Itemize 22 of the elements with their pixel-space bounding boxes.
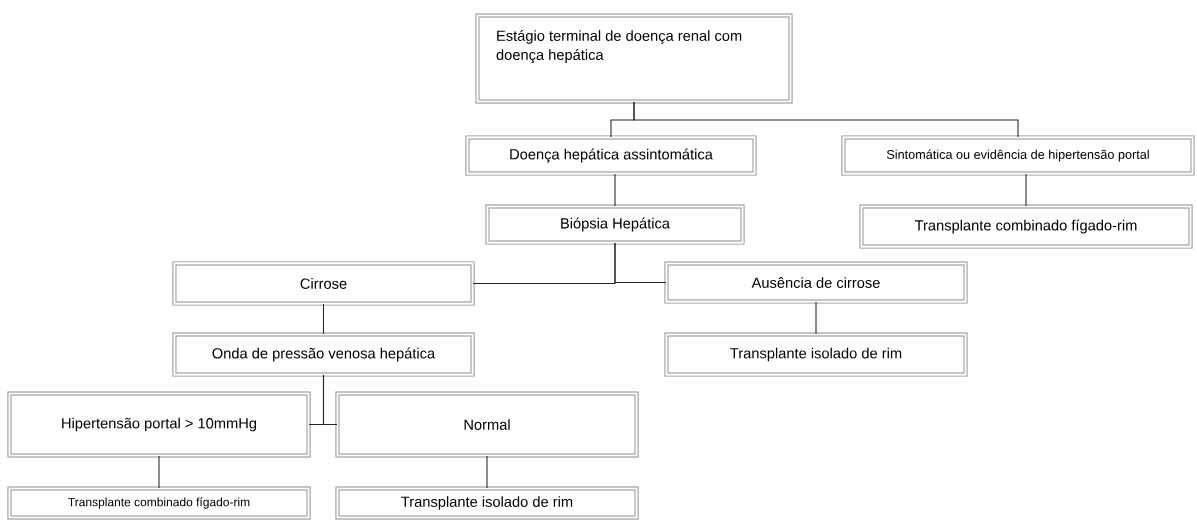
connector-line	[614, 242, 667, 284]
connector-line	[1025, 173, 1027, 207]
connector-line	[815, 301, 817, 335]
flow-box: Transplante isolado de rim	[335, 486, 639, 520]
flow-box: Estágio terminal de doença renal com doença hepática	[475, 13, 793, 104]
flow-box: Transplante isolado de rim	[664, 332, 968, 377]
flow-box: Biópsia Hepática	[485, 204, 745, 245]
flow-box: Sintomática ou evidência de hipertensão portal	[841, 135, 1195, 176]
flow-box: Normal	[335, 391, 639, 458]
connector-line	[633, 101, 1019, 138]
connector-line	[322, 303, 325, 335]
connector-line	[486, 455, 488, 489]
connector-line	[322, 374, 338, 426]
flow-box: Ausência de cirrose	[664, 261, 968, 304]
flow-box: Onda de pressão venosa hepática	[172, 332, 475, 377]
flow-box: Transplante combinado fígado-rim	[859, 204, 1193, 249]
connector-line	[614, 173, 616, 207]
flow-box: Doença hepática assintomática	[465, 135, 757, 176]
flow-box: Transplante combinado fígado-rim	[7, 486, 311, 520]
flow-box: Hipertensão portal > 10mmHg	[7, 391, 311, 458]
connector-line	[158, 455, 160, 489]
flow-box: Cirrose	[172, 261, 475, 306]
